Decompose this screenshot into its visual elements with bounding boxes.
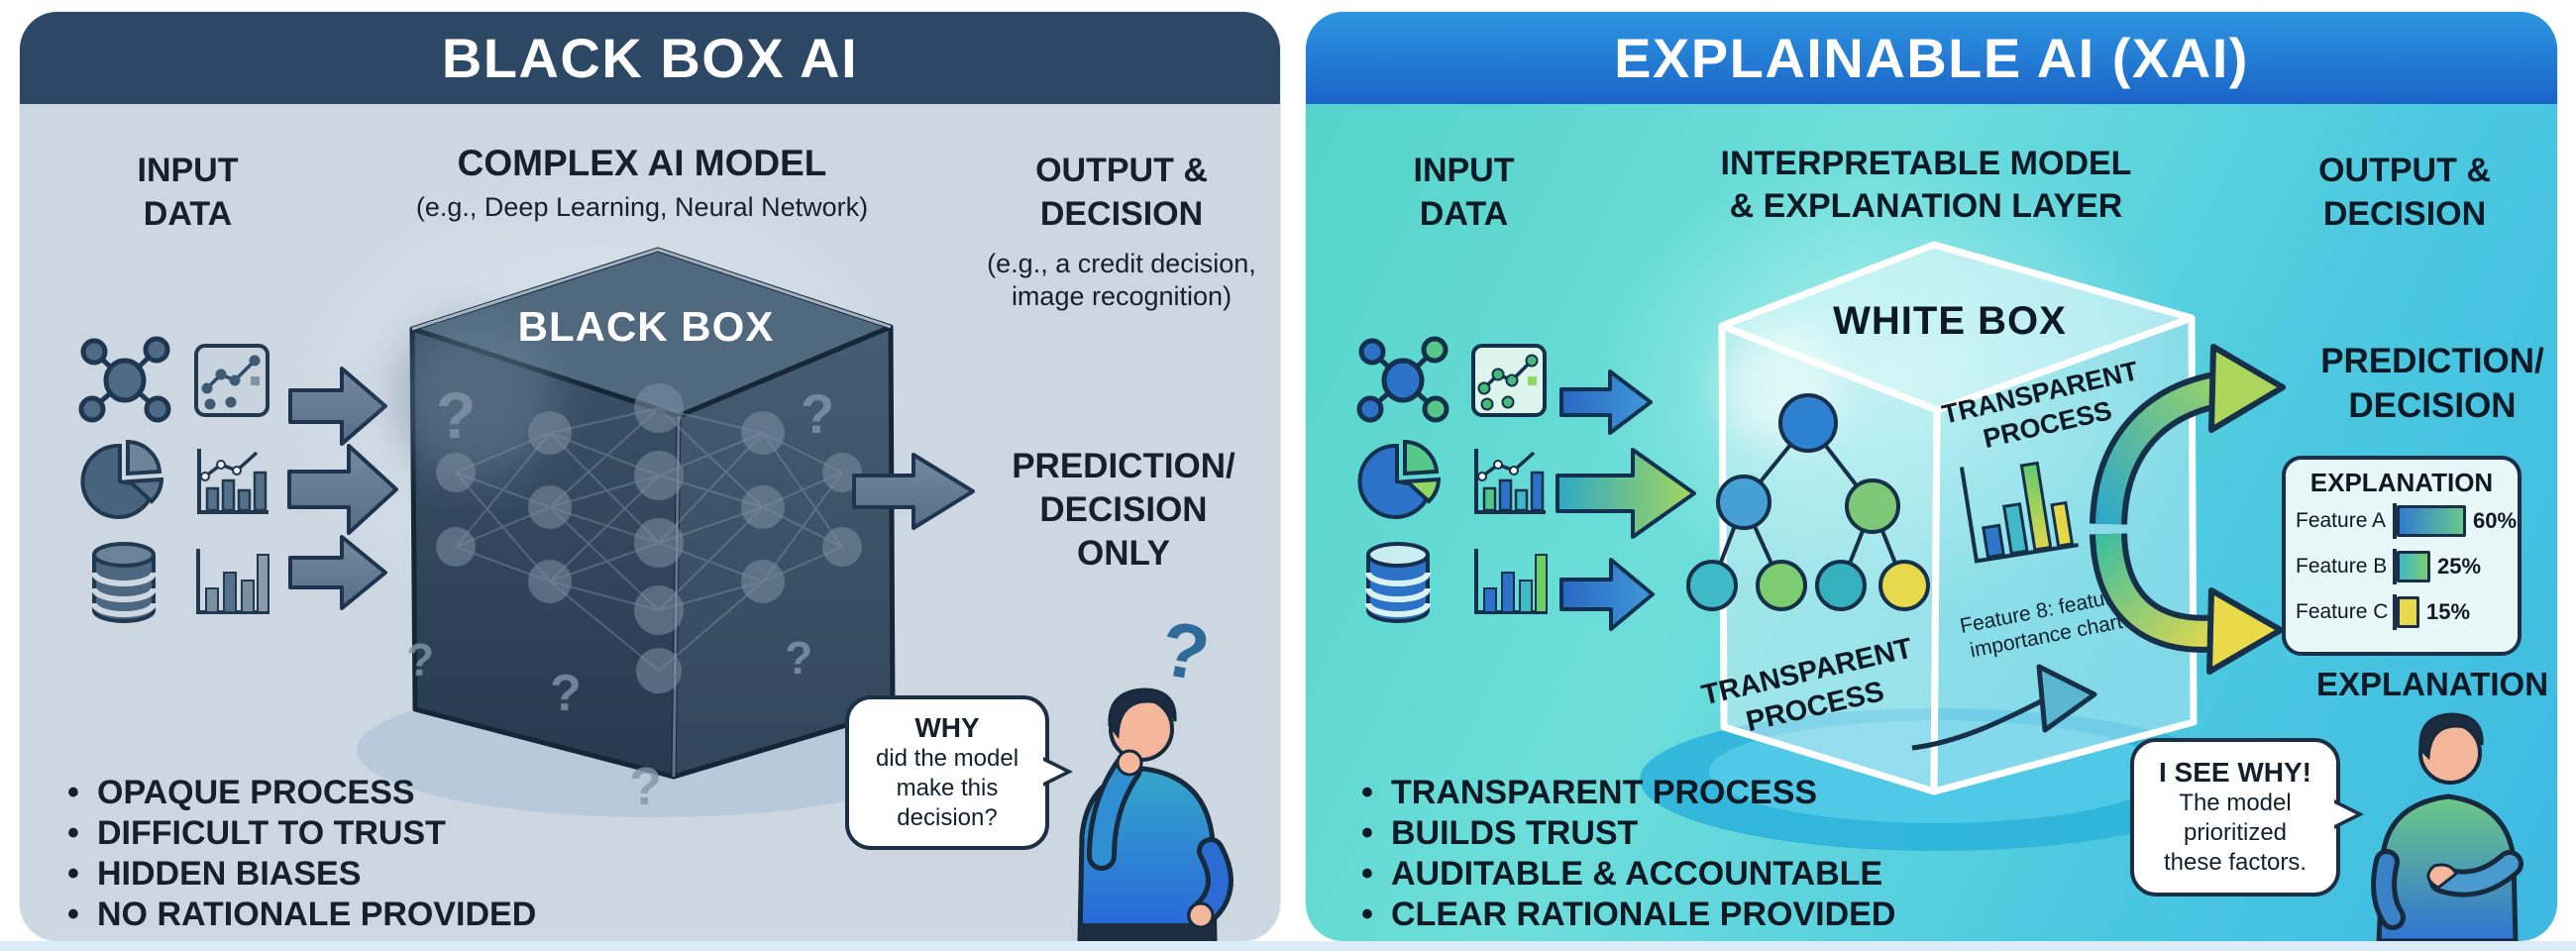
person-hand (2426, 863, 2458, 890)
bottom-strip (0, 941, 2576, 951)
person-arm-chest (2433, 855, 2519, 893)
process-pointer-arrow (1911, 664, 2097, 751)
feature-bar (2397, 505, 2466, 537)
line-bar-chart-icon (1474, 449, 1546, 514)
black-box-cube: ? ? ? ? ? ? (357, 247, 951, 817)
feature-row: Feature B 25% (2286, 544, 2518, 589)
list-item: •DIFFICULT TO TRUST (67, 814, 446, 852)
feature-bar (2397, 551, 2430, 582)
list-item: •NO RATIONALE PROVIDED (67, 896, 537, 933)
bubble-title: WHY (914, 712, 980, 743)
network-data-icon (78, 336, 171, 423)
pie-chart-icon (80, 439, 164, 519)
input-arrow-1 (1559, 370, 1653, 435)
output-decision-sub: (e.g., a credit decision,image recogniti… (987, 249, 1256, 311)
white-box-cube (1640, 241, 2234, 851)
input-arrow-1 (288, 367, 387, 446)
input-arrow-3 (1559, 558, 1655, 631)
black-box-header: BLACK BOX AI (20, 12, 1280, 104)
output-arrow (852, 453, 975, 530)
question-marks: ? ? ? ? ? ? (406, 378, 834, 816)
pie-chart-icon (1357, 439, 1442, 519)
understanding-person (2371, 712, 2523, 941)
scatter-chart-icon (194, 344, 269, 417)
neural-net-nodes (436, 383, 862, 693)
svg-text:?: ? (629, 757, 662, 816)
i-see-why-speech-bubble: I SEE WHY! The model prioritized these f… (2130, 738, 2364, 897)
svg-text:?: ? (406, 634, 434, 686)
explanation-box: EXPLANATION Feature A 60% Feature B 25% … (2282, 456, 2522, 656)
network-data-icon (1356, 336, 1449, 423)
xai-title: EXPLAINABLE AI (XAI) (1614, 27, 2249, 89)
bar-chart-icon (1474, 549, 1548, 614)
explanation-box-title: EXPLANATION (2309, 468, 2494, 497)
feature-bar (2397, 596, 2419, 628)
person-hair (1108, 687, 1177, 739)
arrow-to-prediction (2095, 375, 2230, 525)
list-item: •CLEAR RATIONALE PROVIDED (1361, 896, 1896, 933)
svg-text:?: ? (550, 665, 582, 722)
line-bar-chart-icon (197, 449, 268, 514)
xai-benefits-list: •TRANSPARENT PROCESS •BUILDS TRUST •AUDI… (1361, 773, 1895, 935)
svg-text:?: ? (801, 382, 834, 445)
why-speech-bubble: WHY did the model make this decision? (845, 695, 1073, 850)
list-item: •TRANSPARENT PROCESS (1361, 774, 1818, 811)
feature-importance-mini-chart (1951, 444, 2088, 582)
svg-text:?: ? (785, 632, 812, 684)
black-box-title: BLACK BOX AI (441, 27, 859, 89)
black-box-drawbacks-list: •OPAQUE PROCESS •DIFFICULT TO TRUST •HID… (67, 773, 536, 935)
arrow-to-explanation (2095, 533, 2229, 647)
input-arrow-2 (1556, 448, 1696, 539)
list-item: •AUDITABLE & ACCOUNTABLE (1361, 855, 1883, 893)
xai-header: EXPLAINABLE AI (XAI) (1306, 12, 2557, 104)
curved-output-arrows (2090, 344, 2286, 675)
feature-row: Feature A 60% (2286, 498, 2518, 544)
white-box-cube-label: WHITE BOX (1833, 299, 2067, 343)
output-decision-label: OUTPUT &DECISION (1035, 152, 1208, 233)
input-arrow-2 (287, 444, 398, 535)
person-hair (2418, 712, 2484, 761)
complex-model-label: COMPLEX AI MODEL (e.g., Deep Learning, N… (415, 143, 869, 222)
person-arm-side (2376, 854, 2401, 925)
input-arrow-3 (288, 535, 387, 610)
interpretable-model-label: INTERPRETABLE MODEL& EXPLANATION LAYER (1720, 145, 2132, 225)
prediction-decision-label: PREDICTION/DECISION (2320, 342, 2544, 425)
confused-person (1077, 687, 1234, 941)
database-icon (91, 542, 157, 623)
bar-chart-icon (196, 549, 269, 614)
list-item: •OPAQUE PROCESS (67, 774, 415, 811)
person-arm-chin (1092, 759, 1137, 866)
output-decision-label: OUTPUT &DECISION (2318, 152, 2491, 233)
database-icon (1365, 542, 1431, 623)
scatter-chart-icon (1471, 344, 1547, 417)
list-item: •HIDDEN BIASES (67, 855, 362, 893)
bubble-title: I SEE WHY! (2158, 757, 2311, 788)
feature-row: Feature C 15% (2286, 589, 2518, 635)
list-item: •BUILDS TRUST (1361, 814, 1639, 852)
neural-net-lines (455, 407, 843, 672)
person-pants (1080, 923, 1215, 941)
explanation-label: EXPLANATION (2315, 666, 2549, 702)
black-box-cube-label: BLACK BOX (517, 303, 775, 350)
person-hand (1116, 749, 1143, 777)
svg-text:?: ? (436, 378, 476, 452)
decision-tree-nodes (1686, 393, 1930, 611)
